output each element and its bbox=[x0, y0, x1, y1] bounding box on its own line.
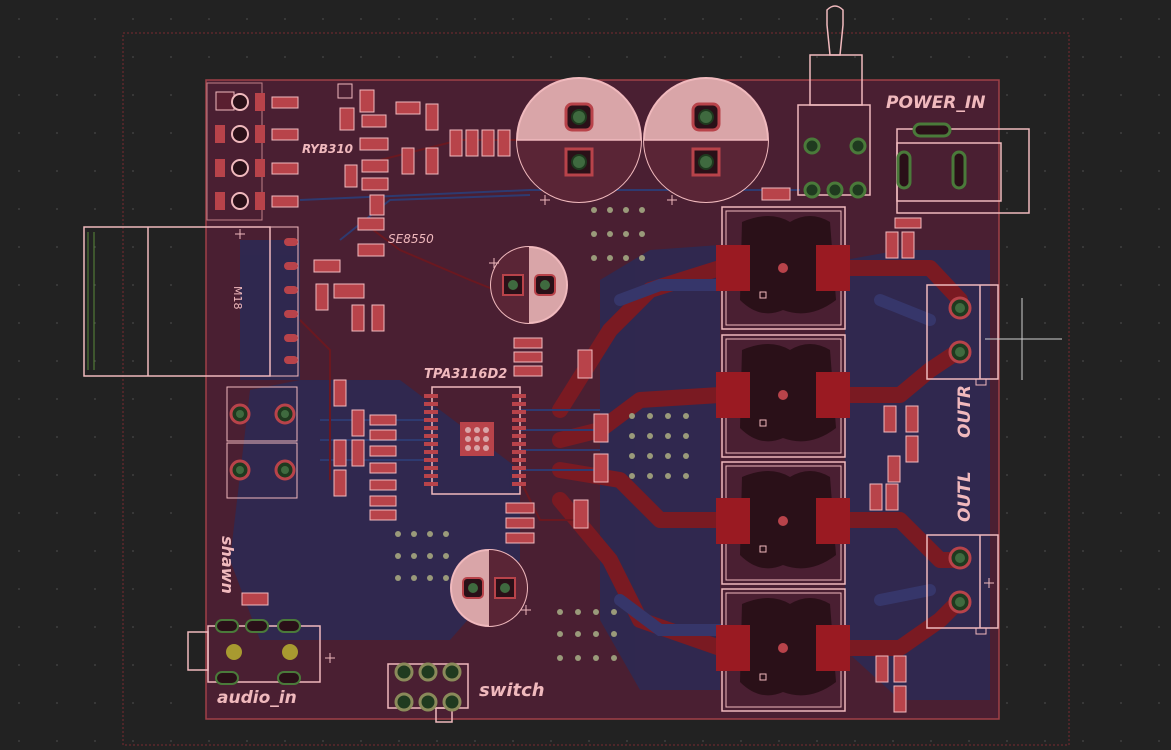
label-tpa3116d2: TPA3116D2 bbox=[424, 367, 507, 382]
smd-cluster-right[interactable] bbox=[869, 405, 919, 713]
audio-in-jack[interactable] bbox=[187, 619, 321, 685]
toggle-switch[interactable] bbox=[797, 5, 871, 199]
m18-module[interactable] bbox=[83, 226, 299, 377]
smd-cluster-mid[interactable] bbox=[241, 337, 609, 606]
inductor-2[interactable] bbox=[716, 334, 850, 458]
inductor-1[interactable] bbox=[716, 206, 850, 330]
label-power-in: POWER_IN bbox=[886, 93, 985, 113]
label-shawn: shawn bbox=[218, 536, 237, 594]
ic-tpa3116d2[interactable] bbox=[424, 386, 526, 495]
label-outr: OUTR bbox=[955, 385, 975, 438]
audio-input-block[interactable] bbox=[226, 386, 298, 499]
label-se8550: SE8550 bbox=[388, 232, 434, 246]
label-m18: M18 bbox=[231, 286, 244, 310]
dip-switch-array[interactable] bbox=[206, 82, 265, 221]
power-in-jack[interactable] bbox=[896, 122, 1030, 214]
keepout-outline bbox=[122, 32, 1070, 746]
smd-power-cluster[interactable] bbox=[885, 217, 922, 259]
inductor-4[interactable] bbox=[716, 588, 850, 712]
via-grid-2 bbox=[629, 413, 689, 479]
via-grid-1 bbox=[591, 207, 645, 261]
label-audio-in: audio_in bbox=[217, 688, 297, 708]
capacitor-large-1[interactable] bbox=[516, 77, 642, 203]
label-ryb310: RYB310 bbox=[302, 142, 353, 156]
via-grid-3 bbox=[395, 531, 449, 581]
resistor-group-left[interactable] bbox=[271, 96, 299, 208]
label-outl: OUTL bbox=[955, 471, 975, 522]
smd-cluster-top[interactable] bbox=[313, 83, 511, 332]
resistor-power[interactable] bbox=[761, 187, 791, 201]
crosshair-cursor-icon bbox=[985, 298, 1062, 380]
origin-markers bbox=[235, 195, 994, 663]
inductor-3[interactable] bbox=[716, 461, 850, 585]
capacitor-large-2[interactable] bbox=[643, 77, 769, 203]
capacitor-small-1[interactable] bbox=[490, 246, 568, 324]
outr-terminal[interactable] bbox=[926, 284, 999, 386]
dip-switch-pad bbox=[215, 91, 265, 210]
label-switch: switch bbox=[479, 680, 545, 701]
switch-header[interactable] bbox=[387, 662, 469, 723]
capacitor-small-2[interactable] bbox=[450, 549, 528, 627]
bottom-copper-traces bbox=[614, 279, 936, 636]
outl-terminal[interactable] bbox=[926, 534, 999, 635]
via-grid-4 bbox=[557, 609, 617, 661]
